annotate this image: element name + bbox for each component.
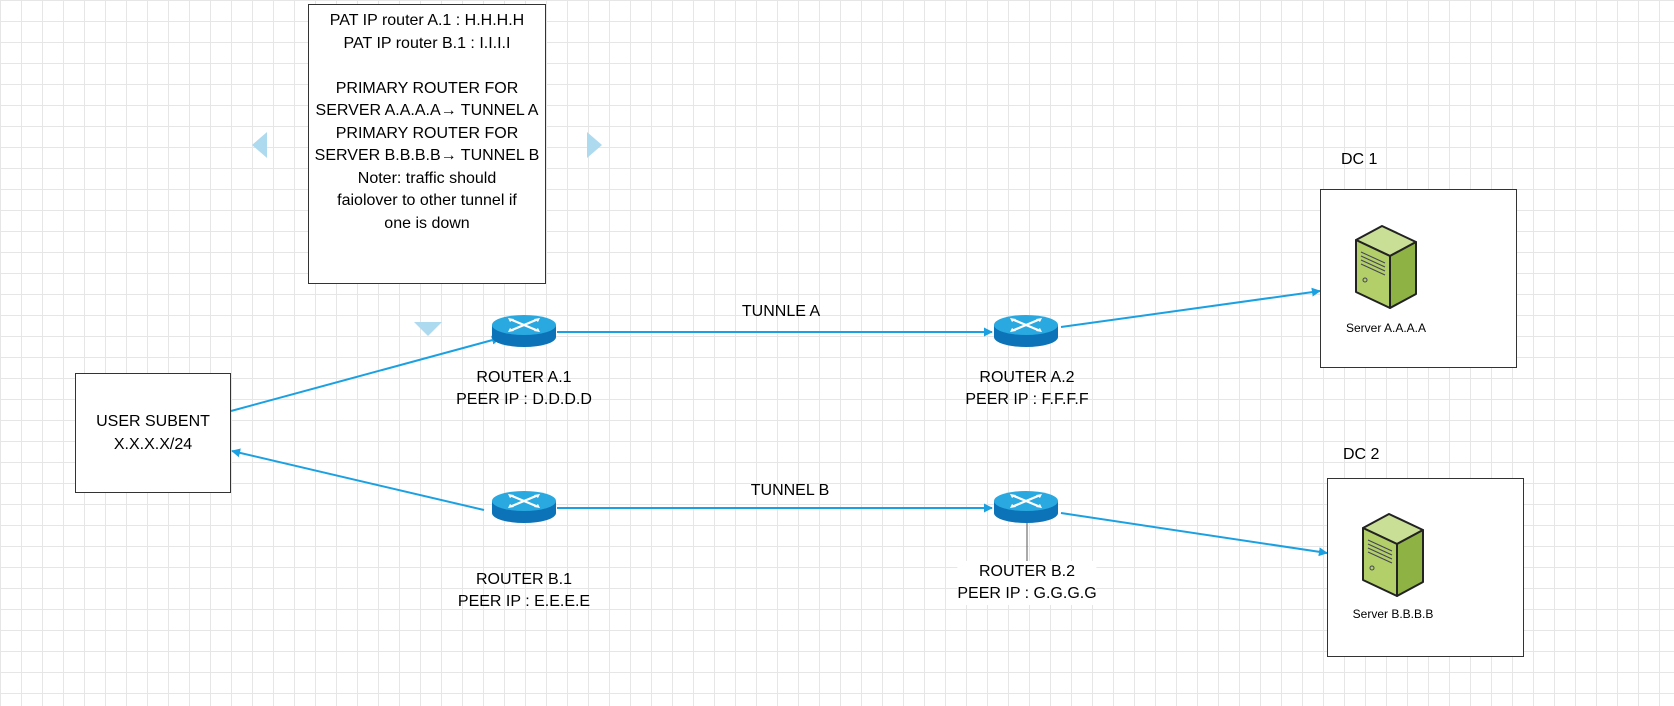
- note-line: faiolover to other tunnel if: [337, 192, 517, 209]
- router-a2-label: ROUTER A.2 PEER IP : F.F.F.F: [965, 367, 1088, 411]
- arrow-down-icon[interactable]: [414, 322, 442, 336]
- link-user-to-router-a1: [230, 335, 501, 412]
- router-b2-peer: PEER IP : G.G.G.G: [957, 585, 1097, 602]
- router-b2-name: ROUTER B.2: [978, 563, 1076, 580]
- router-icon[interactable]: [490, 314, 558, 348]
- router-a1-label: ROUTER A.1 PEER IP : D.D.D.D: [456, 367, 592, 411]
- arrow-left-icon[interactable]: [252, 132, 267, 158]
- note-line: PAT IP router A.1 : H.H.H.H: [329, 12, 525, 29]
- router-a1-name: ROUTER A.1: [476, 369, 572, 386]
- dc1-box[interactable]: [1320, 189, 1517, 368]
- user-subnet-cidr: X.X.X.X/24: [113, 436, 193, 453]
- router-icon[interactable]: [992, 490, 1060, 524]
- arrow-right-icon[interactable]: [587, 132, 602, 158]
- note-line: PAT IP router B.1 : I.I.I.I: [343, 34, 511, 52]
- server-icon[interactable]: [1359, 510, 1425, 600]
- note-line: SERVER A.A.A.A→ TUNNEL A: [315, 102, 539, 119]
- note-line: Noter: traffic should: [357, 169, 497, 187]
- link-router-b1-to-user: [231, 448, 485, 511]
- router-b1-name: ROUTER B.1: [475, 571, 573, 588]
- router-icon[interactable]: [490, 490, 558, 524]
- router-icon[interactable]: [992, 314, 1060, 348]
- user-subnet-box[interactable]: USER SUBENT X.X.X.X/24: [75, 373, 231, 493]
- link-router-a2-to-server-a: [1060, 287, 1321, 328]
- note-line: one is down: [384, 214, 470, 232]
- server-a-label: Server A.A.A.A: [1345, 321, 1427, 335]
- tunnel-a-label: TUNNLE A: [741, 303, 821, 320]
- dc2-box[interactable]: [1327, 478, 1524, 657]
- router-a2-peer: PEER IP : F.F.F.F: [965, 391, 1089, 408]
- link-router-b2-to-server-b: [1060, 512, 1328, 557]
- user-subnet-title: USER SUBENT: [96, 413, 210, 430]
- note-line: [309, 55, 545, 78]
- note-line: SERVER B.B.B.B→ TUNNEL B: [314, 147, 540, 164]
- tunnel-b-label: TUNNEL B: [750, 482, 830, 499]
- router-b1-peer: PEER IP : E.E.E.E: [457, 593, 591, 610]
- router-b1-label: ROUTER B.1 PEER IP : E.E.E.E: [458, 569, 590, 613]
- dc2-title: DC 2: [1343, 446, 1380, 463]
- server-b-label: Server B.B.B.B: [1352, 607, 1434, 621]
- server-icon[interactable]: [1352, 222, 1418, 312]
- note-line: PRIMARY ROUTER FOR: [335, 124, 519, 142]
- dc1-title: DC 1: [1341, 151, 1378, 168]
- router-b2-label: ROUTER B.2 PEER IP : G.G.G.G: [957, 561, 1097, 605]
- router-a2-name: ROUTER A.2: [979, 369, 1075, 386]
- router-a1-peer: PEER IP : D.D.D.D: [456, 391, 592, 408]
- note-line: PRIMARY ROUTER FOR: [335, 79, 519, 97]
- notes-box[interactable]: PAT IP router A.1 : H.H.H.H PAT IP route…: [308, 4, 546, 284]
